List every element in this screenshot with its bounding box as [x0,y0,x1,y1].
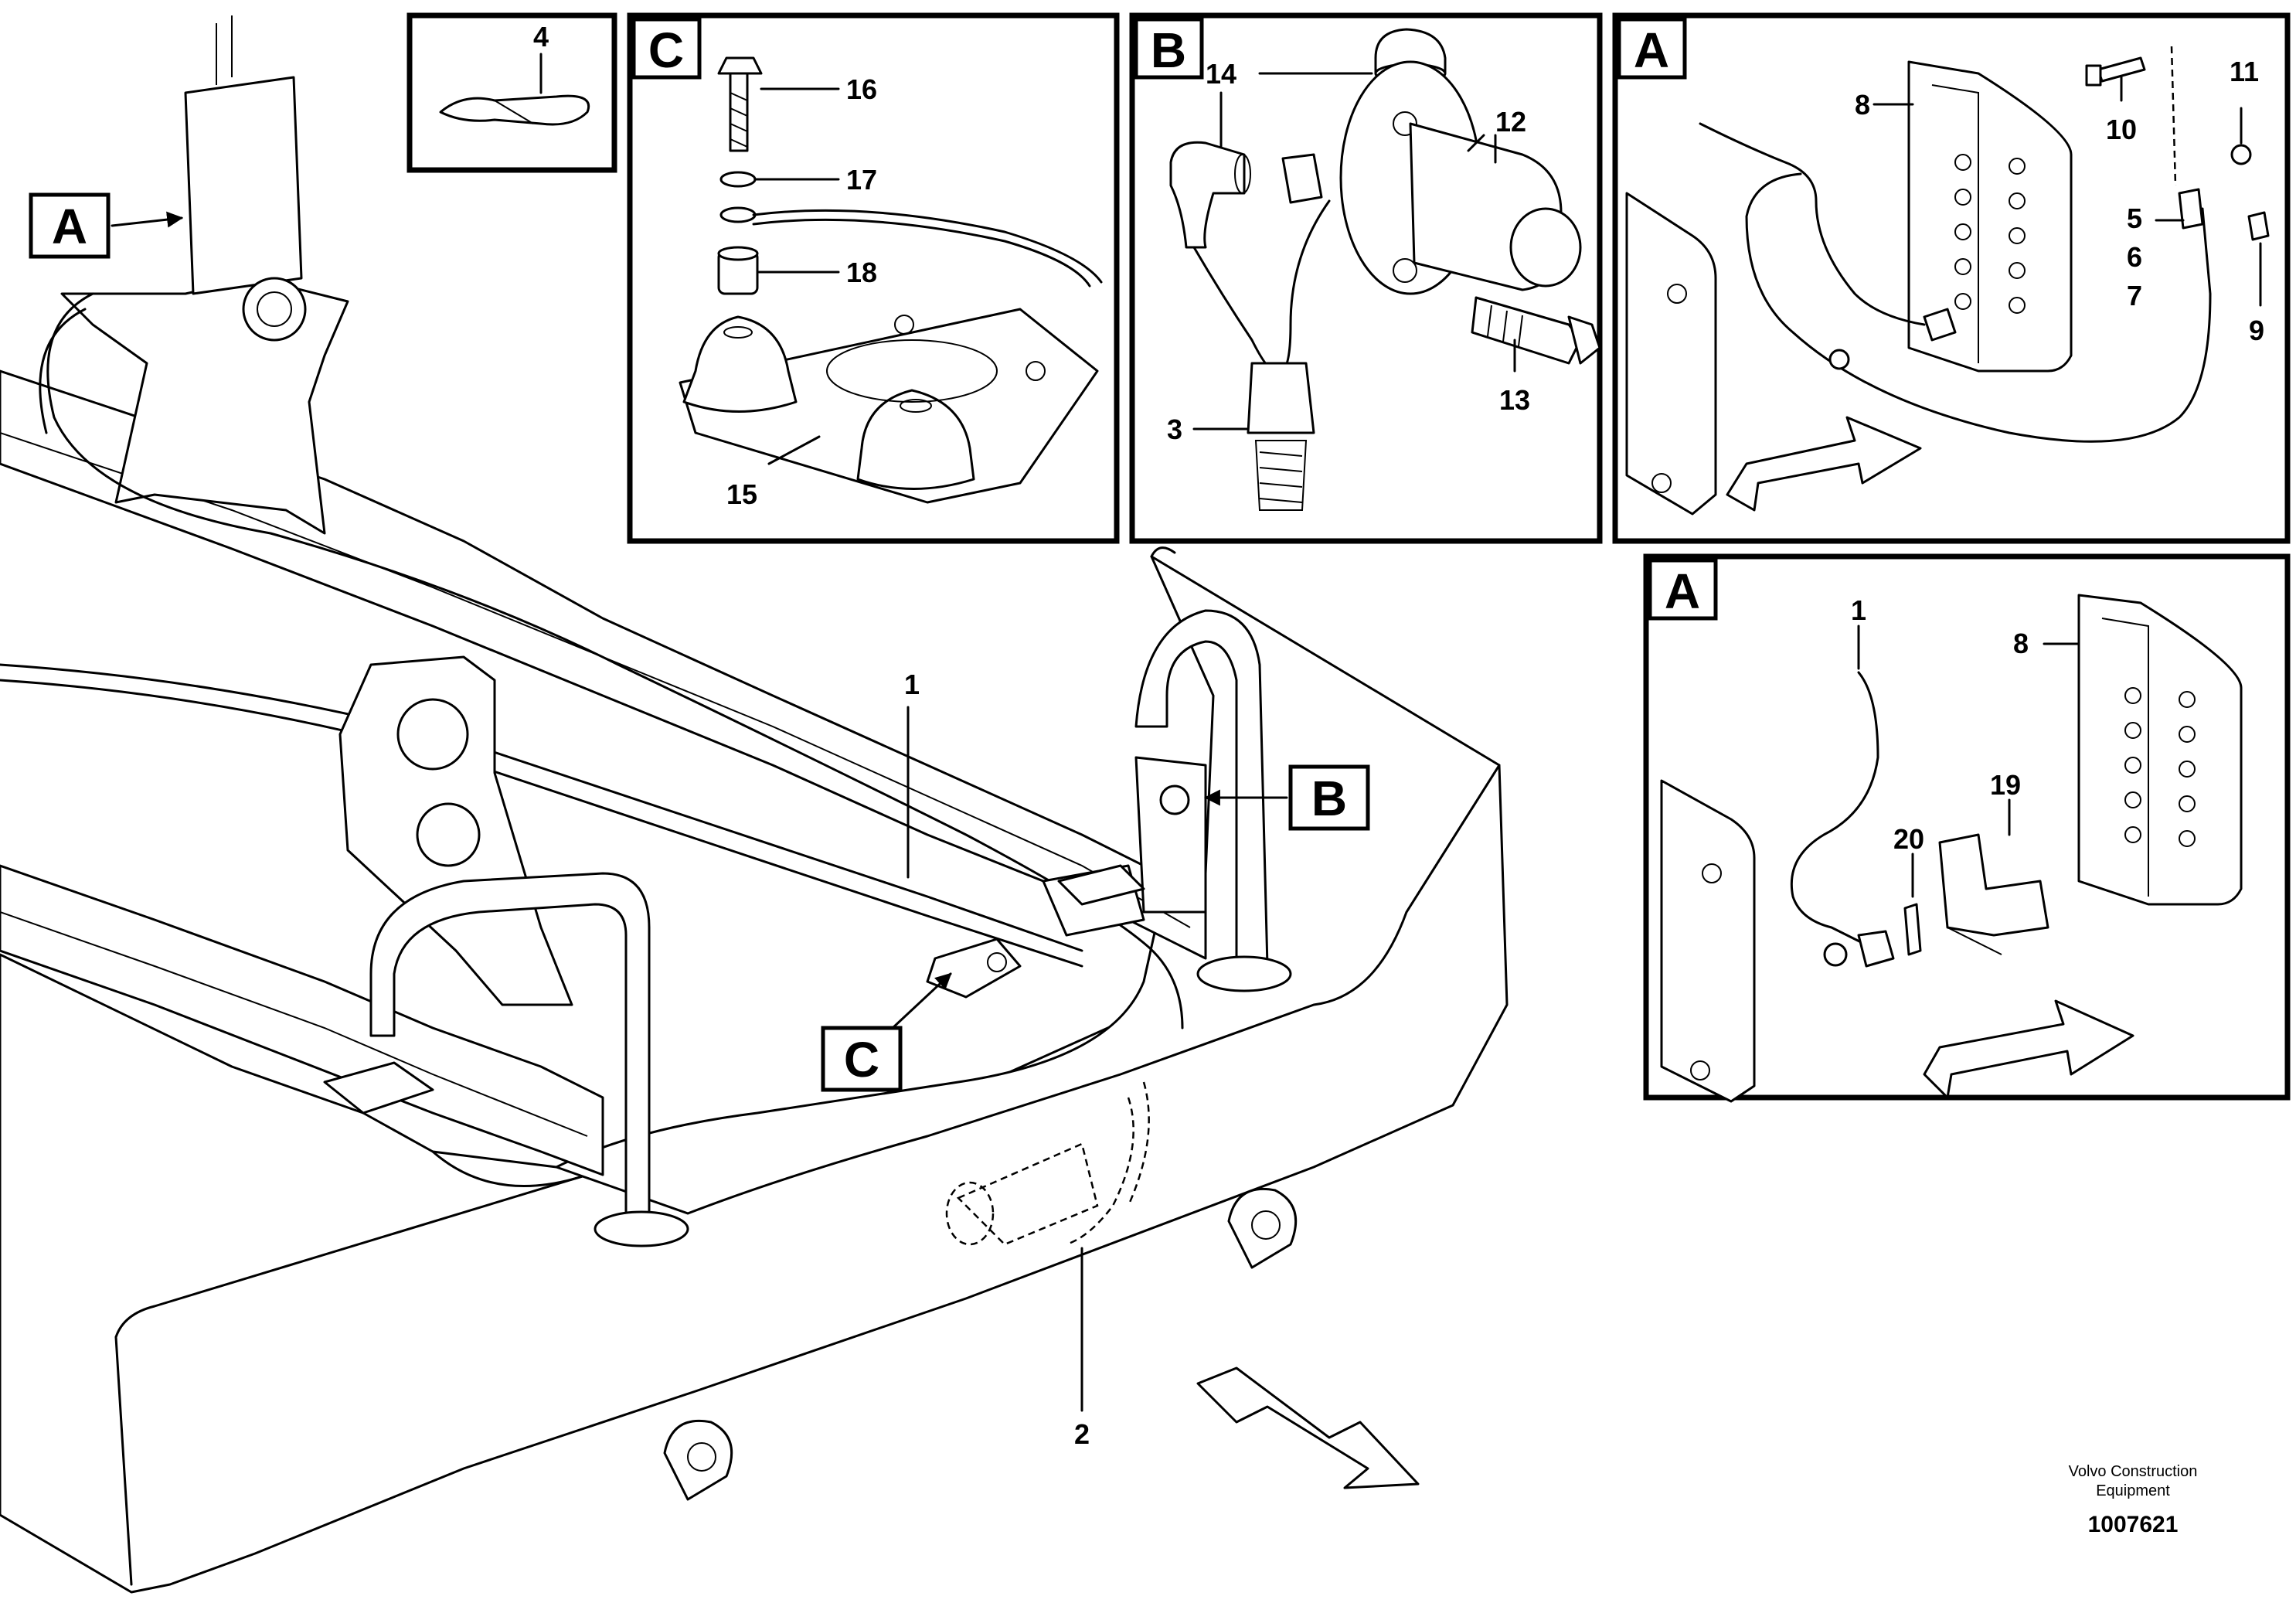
detail-tag-main-b: B [1288,764,1370,831]
detail-tag-b: B [1151,22,1186,78]
svg-text:A: A [52,199,87,254]
frame-top-surface [555,555,1501,1215]
detail-tag-a-top: A [1634,22,1669,78]
svg-text:B: B [1311,771,1347,826]
label-part-7: 7 [2127,280,2142,311]
label-part-15: 15 [726,478,757,510]
label-part-1-main: 1 [904,669,920,700]
inset-detail-c: C 16 17 18 15 [627,12,1120,544]
credit-line-2: Equipment [2096,1482,2170,1499]
label-part-6: 6 [2127,241,2142,273]
label-part-2: 2 [1074,1418,1090,1450]
detail-tag-a-bottom: A [1665,563,1700,619]
svg-text:C: C [844,1032,879,1087]
label-part-1-detail: 1 [1851,594,1866,626]
fuse-box [1907,60,2073,373]
label-part-4: 4 [533,21,549,53]
label-part-14: 14 [1206,58,1236,90]
label-part-11: 11 [2230,56,2259,87]
label-part-20: 20 [1893,823,1924,855]
document-number: 1007621 [2088,1512,2179,1537]
detail-tag-main-a: A [29,192,111,259]
label-part-9: 9 [2249,315,2264,346]
label-part-10: 10 [2106,114,2137,145]
hidden-battery-switch [945,1081,1150,1246]
fuse-box-detail [2077,594,2243,906]
label-part-8-bottom: 8 [2013,628,2029,659]
label-part-5: 5 [2127,202,2142,234]
inset-detail-b: B 14 12 3 13 [1129,12,1603,544]
label-part-8-top: 8 [1855,89,1870,121]
label-part-3: 3 [1167,414,1182,445]
label-part-16: 16 [846,73,877,105]
inset-detail-a-top: A 8 [1612,12,2291,544]
credit-line-1: Volvo Construction [2069,1463,2198,1480]
direction-arrow-main [1196,1366,1420,1489]
label-part-17: 17 [846,164,877,196]
label-part-19: 19 [1990,769,2021,801]
publisher-credit: Volvo Construction Equipment 1007621 [2069,1463,2198,1537]
inset-detail-a-bottom: A 1 8 19 20 [1643,553,2291,1103]
rubber-mount [926,938,1022,999]
main-assembly-drawing: 1 2 A B C [0,15,1509,1594]
detail-tag-c: C [648,22,684,78]
label-part-18: 18 [846,257,877,288]
connector-block [1134,756,1207,914]
label-part-12: 12 [1495,106,1526,138]
label-part-13: 13 [1499,384,1530,416]
inset-cable-tie: 4 [406,12,617,173]
handrail-right [1134,609,1269,968]
detail-tag-main-c: C [821,1026,903,1092]
